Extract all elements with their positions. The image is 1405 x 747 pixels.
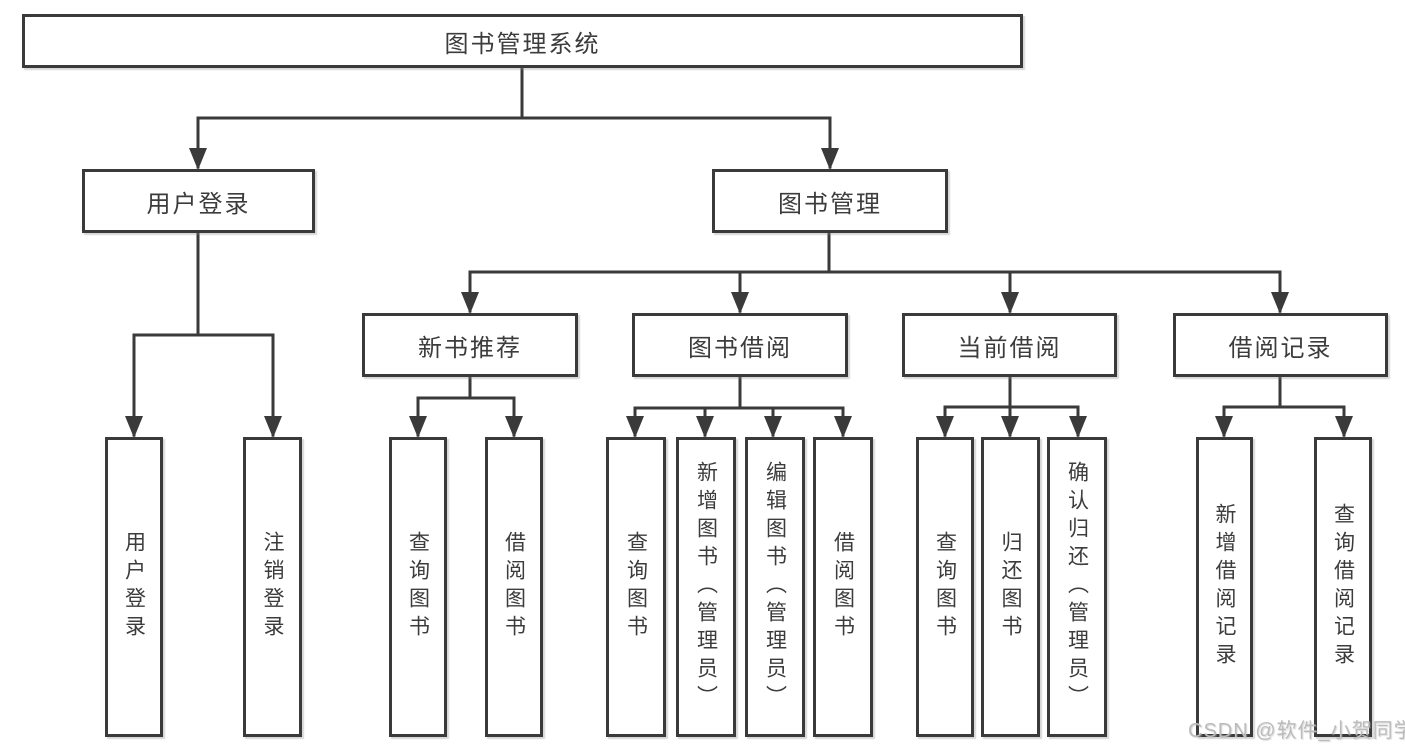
node-user-login: 用户登录 xyxy=(82,169,315,233)
node-label: 图书借阅 xyxy=(688,334,792,362)
node-label: 新书推荐 xyxy=(418,334,522,362)
node-system-root: 图书管理系统 xyxy=(22,14,1023,68)
leaf-add-books-admin: 新增图书（管理员） xyxy=(676,437,736,737)
leaf-add-borrow-record: 新增借阅记录 xyxy=(1196,437,1253,737)
node-label: 借阅图书 xyxy=(831,531,855,643)
node-borrowing-records: 借阅记录 xyxy=(1173,313,1388,377)
node-new-book-recommend: 新书推荐 xyxy=(362,313,578,377)
node-label: 注销登录 xyxy=(261,531,284,643)
leaf-borrow-books: 借阅图书 xyxy=(813,437,873,737)
leaf-confirm-return-admin: 确认归还（管理员） xyxy=(1047,437,1107,737)
node-label: 查询图书 xyxy=(406,531,430,643)
node-label: 查询图书 xyxy=(933,531,957,643)
node-label: 借阅图书 xyxy=(502,531,526,643)
node-book-borrowing: 图书借阅 xyxy=(632,313,848,377)
leaf-user-login: 用户登录 xyxy=(105,437,163,737)
leaf-query-books-borrow: 查询图书 xyxy=(606,437,666,737)
node-label: 新增借阅记录 xyxy=(1213,503,1236,671)
leaf-query-books-current: 查询图书 xyxy=(916,437,974,737)
leaf-edit-books-admin: 编辑图书（管理员） xyxy=(745,437,805,737)
leaf-borrow-books-recommend: 借阅图书 xyxy=(485,437,543,737)
leaf-logout: 注销登录 xyxy=(243,437,302,737)
node-label: 用户登录 xyxy=(146,190,251,218)
node-label: 用户登录 xyxy=(122,531,146,643)
node-book-management: 图书管理 xyxy=(712,169,948,233)
leaf-query-books-recommend: 查询图书 xyxy=(389,437,447,737)
csdn-watermark: CSDN @软件_小贺同学 xyxy=(1188,720,1405,742)
leaf-query-borrow-record: 查询借阅记录 xyxy=(1314,437,1372,737)
node-label: 借阅记录 xyxy=(1228,334,1333,362)
node-label: 新增图书（管理员） xyxy=(694,461,718,713)
node-label: 图书管理系统 xyxy=(444,30,601,58)
node-label: 归还图书 xyxy=(999,531,1022,643)
node-label: 查询借阅记录 xyxy=(1331,503,1355,671)
node-label: 查询图书 xyxy=(624,531,648,643)
leaf-return-books: 归还图书 xyxy=(981,437,1040,737)
node-label: 当前借阅 xyxy=(957,334,1062,362)
node-label: 编辑图书（管理员） xyxy=(763,461,787,713)
node-label: 图书管理 xyxy=(778,190,882,218)
node-label: 确认归还（管理员） xyxy=(1065,461,1089,713)
node-current-borrowing: 当前借阅 xyxy=(902,313,1117,377)
